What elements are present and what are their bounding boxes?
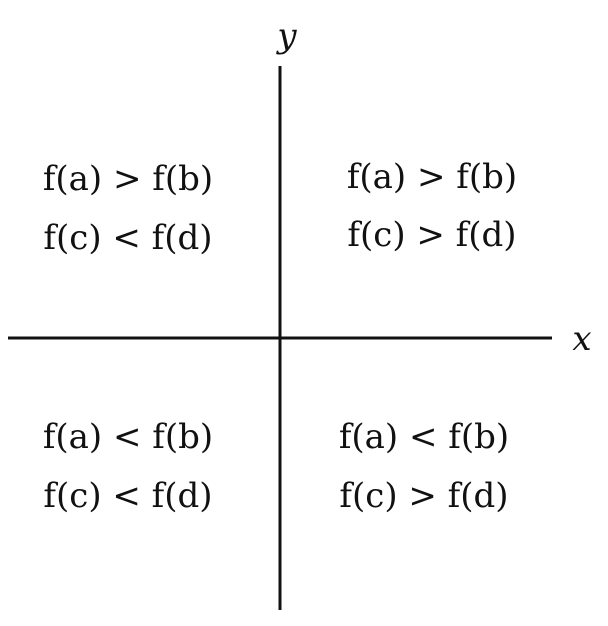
quadrant-bottom-right: f(a) < f(b) f(c) > f(d) [339,417,509,516]
quadrant-top-right-line1: f(a) > f(b) [347,157,517,197]
quadrant-top-right: f(a) > f(b) f(c) > f(d) [347,157,517,255]
y-axis-label: y [275,16,297,56]
quadrant-bottom-right-line2: f(c) > f(d) [339,476,508,516]
quadrant-bottom-left-line1: f(a) < f(b) [43,417,213,457]
quadrant-top-left-line2: f(c) < f(d) [43,218,212,258]
x-axis-label: x [572,319,591,359]
quadrant-bottom-left: f(a) < f(b) f(c) < f(d) [43,417,213,516]
quadrant-top-left-line1: f(a) > f(b) [43,159,213,199]
quadrant-bottom-left-line2: f(c) < f(d) [43,476,212,516]
quadrant-bottom-right-line1: f(a) < f(b) [339,417,509,457]
quadrant-top-left: f(a) > f(b) f(c) < f(d) [43,159,213,258]
quadrant-top-right-line2: f(c) > f(d) [347,215,516,255]
